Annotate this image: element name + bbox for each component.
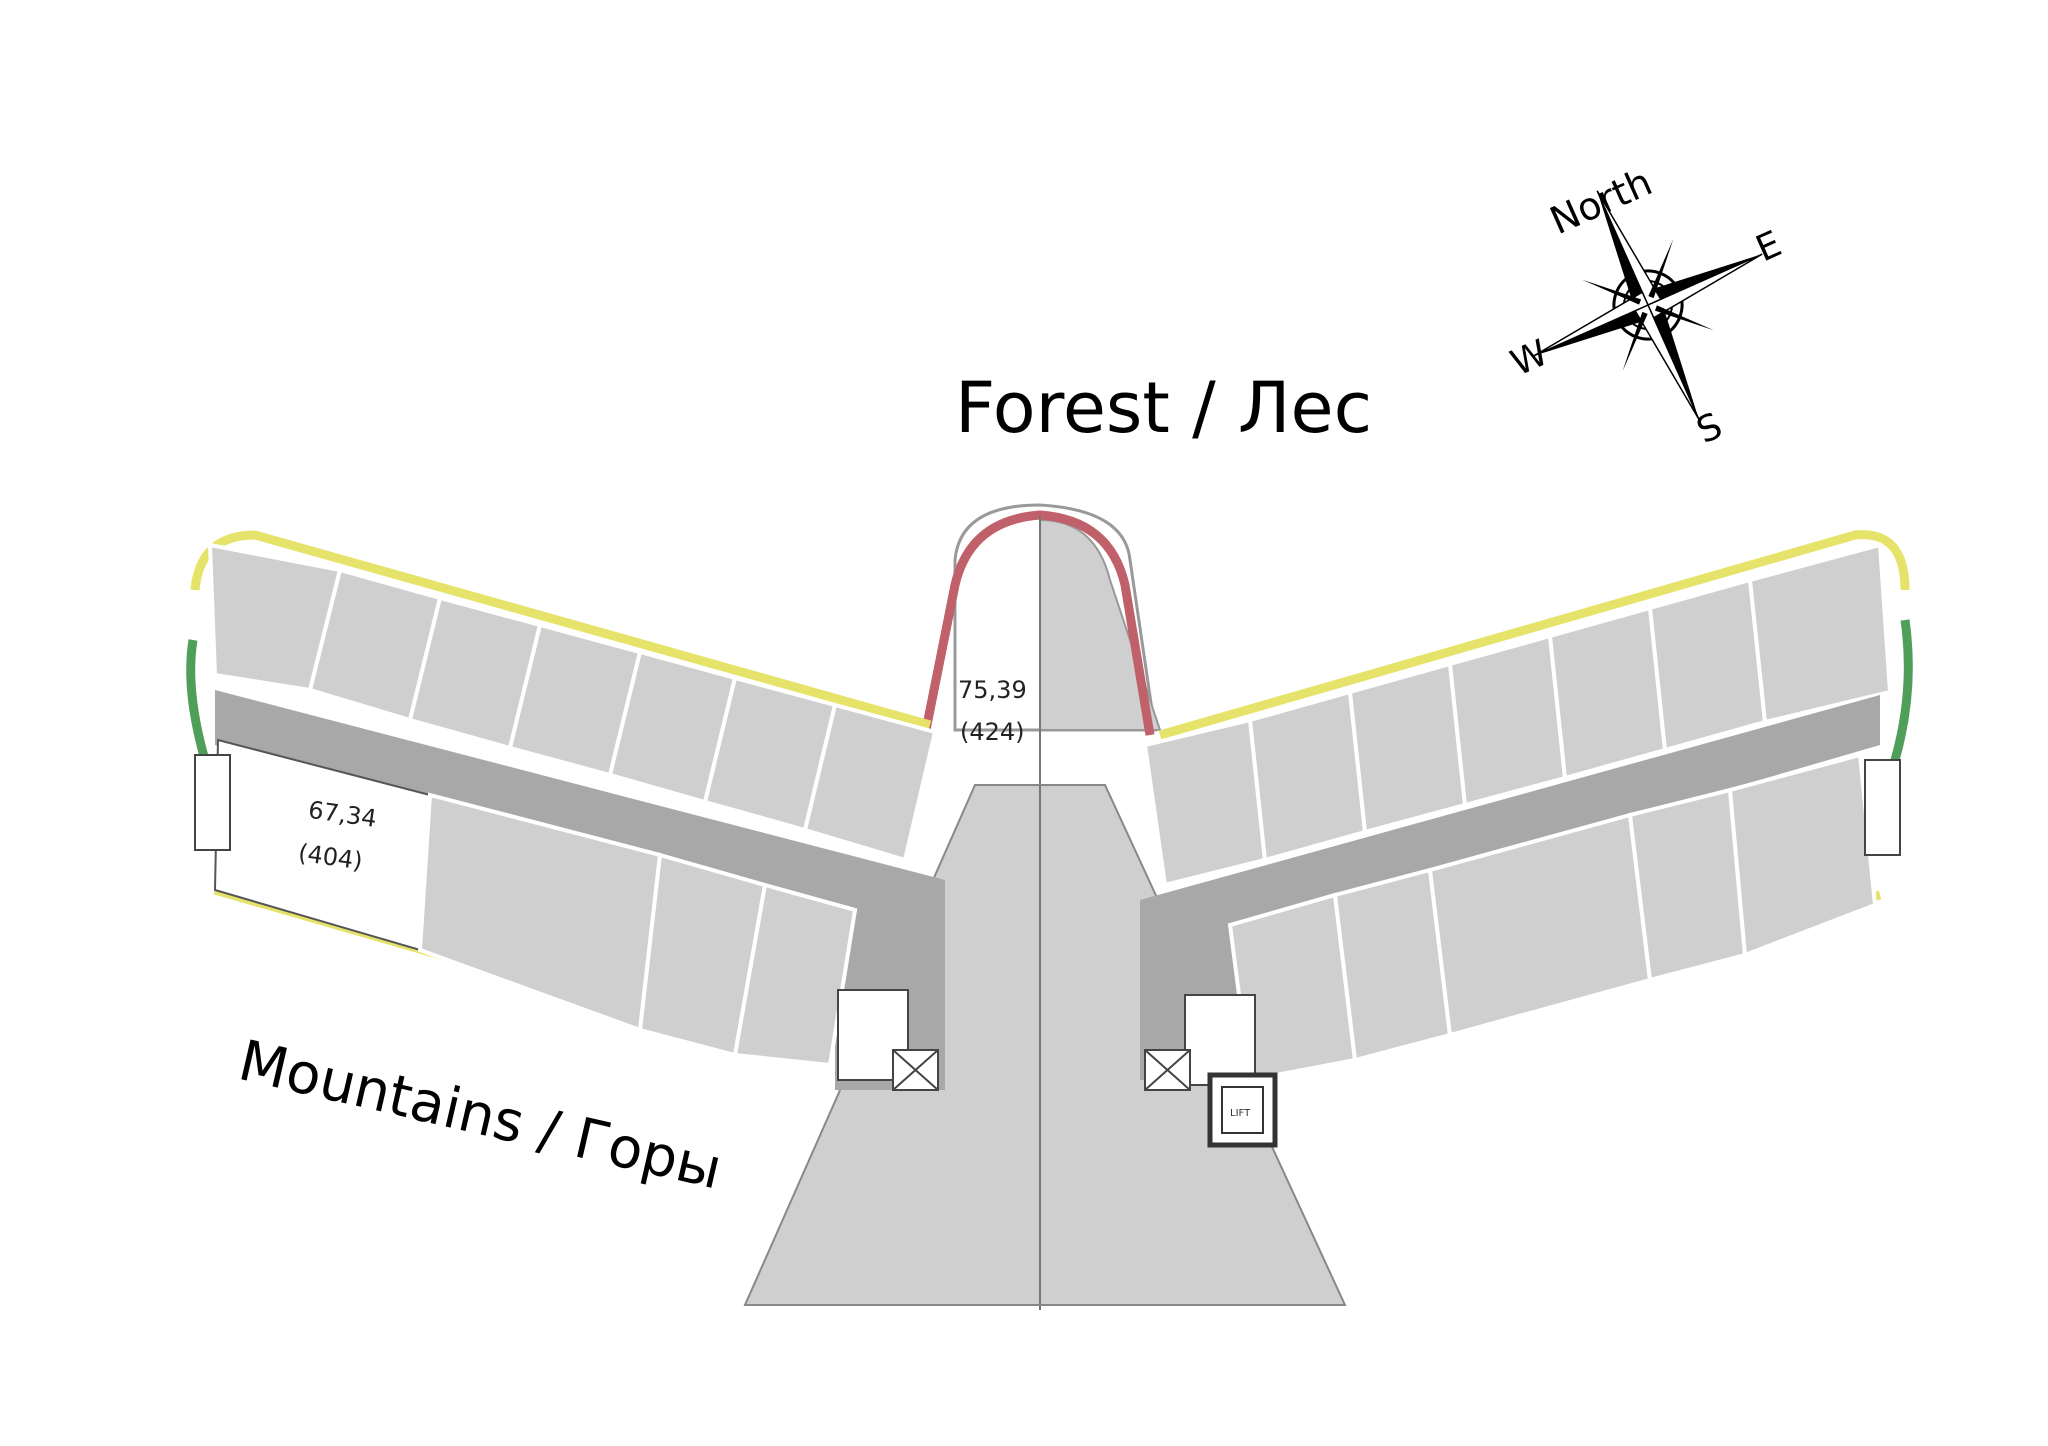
right-wing: LIFT — [1140, 530, 1913, 1148]
terrace-green-left — [186, 639, 210, 762]
compass-east-label: E — [1750, 224, 1787, 271]
compass-rose: North E W S — [1505, 160, 1788, 452]
lift-icon: LIFT — [1207, 1072, 1278, 1148]
unit-424-label[interactable]: 75,39 (424) — [958, 676, 1027, 746]
forest-label: Forest / Лес — [955, 367, 1372, 449]
lift-label: LIFT — [1230, 1108, 1251, 1119]
unit-number-label: (424) — [960, 718, 1025, 746]
left-wing — [186, 530, 945, 1091]
terrace-green-right — [1890, 619, 1913, 762]
mountains-label: Mountains / Горы — [233, 1028, 728, 1202]
compass-west-label: W — [1505, 333, 1554, 385]
central-atrium — [743, 784, 1347, 1306]
central-tower — [920, 503, 1162, 1310]
unit-area-label: 75,39 — [958, 676, 1027, 704]
compass-star-icon — [1533, 190, 1763, 420]
terrace-yellow-right-top — [1158, 530, 1910, 740]
